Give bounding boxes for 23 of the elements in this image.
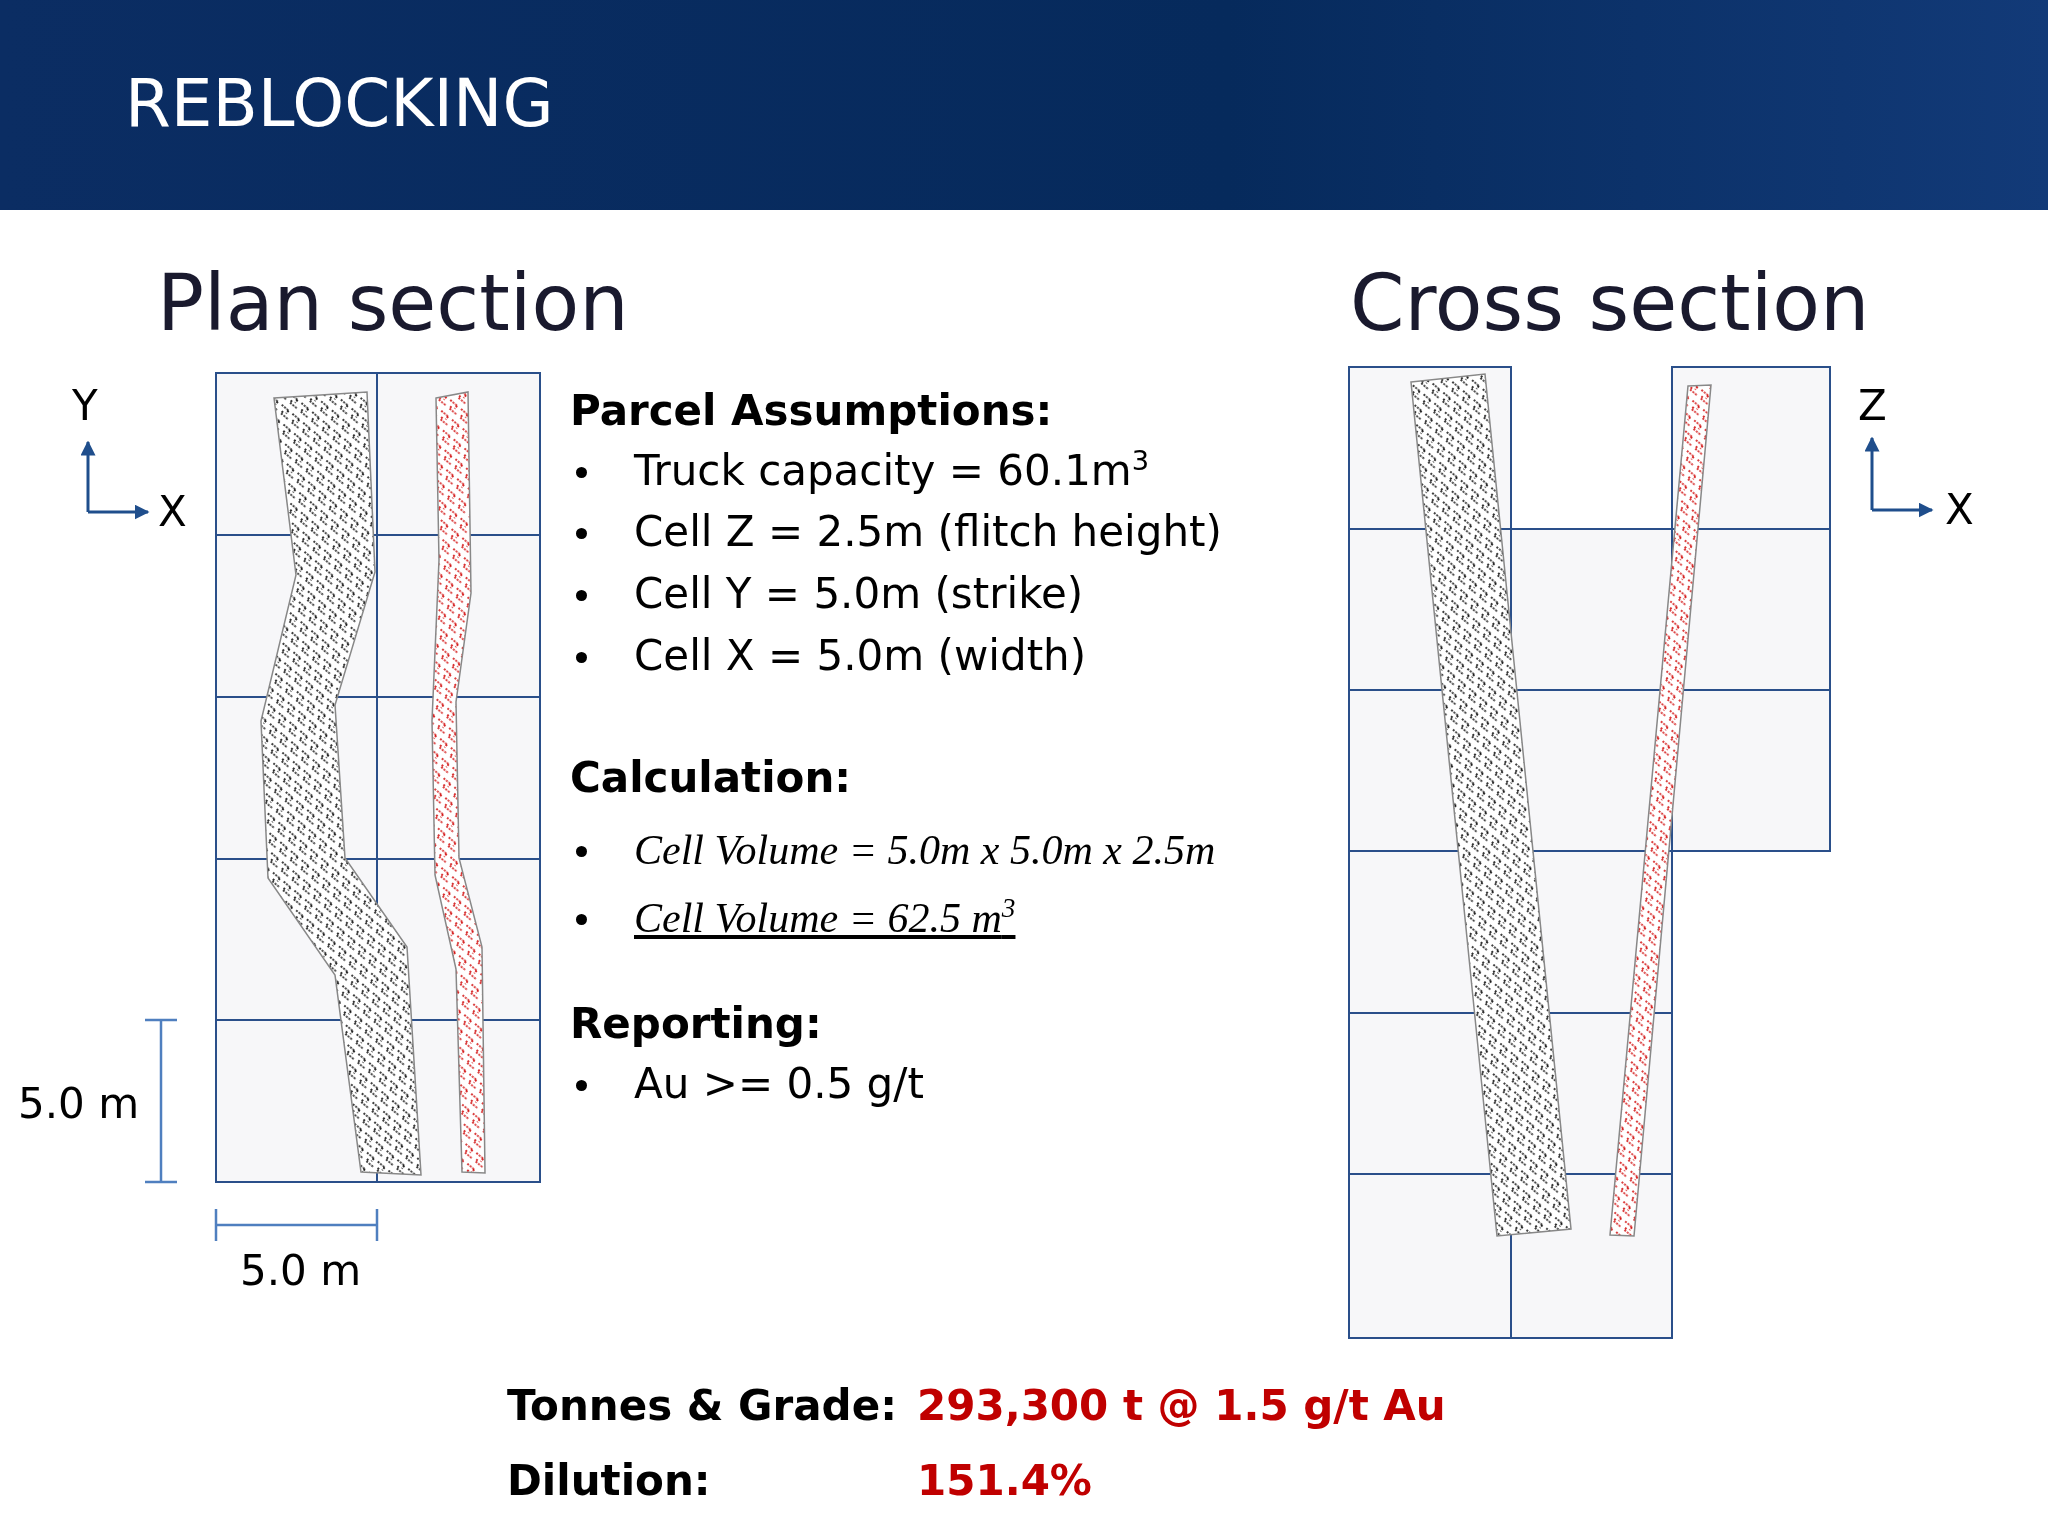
bullet-text: Au >= 0.5 g/t [634, 1058, 924, 1110]
section-heading: Cross section [1350, 258, 1870, 348]
section-heading: Calculation: [570, 752, 852, 804]
result-label: Dilution: [507, 1455, 711, 1507]
section-heading: Plan section [157, 258, 629, 348]
bullet-text: Cell Y = 5.0m (strike) [634, 568, 1084, 620]
axis-label: X [158, 486, 187, 538]
bullet-text: Truck capacity = 60.1m$^{3}$ [634, 445, 1150, 497]
section-heading: Reporting: [570, 998, 822, 1050]
axis-label: Y [72, 380, 98, 432]
slide-title: REBLOCKING [125, 66, 554, 142]
dimension-label: 5.0 m [240, 1245, 362, 1297]
formula: Cell Volume = 62.5 m$^{3}$ [634, 892, 1016, 943]
result-label: Tonnes & Grade: [507, 1380, 897, 1432]
result-value: 293,300 t @ 1.5 g/t Au [917, 1380, 1446, 1432]
axis-label: X [1945, 484, 1974, 536]
bullet-text: Cell Z = 2.5m (flitch height) [634, 506, 1222, 558]
result-value: 151.4% [917, 1455, 1092, 1507]
section-heading: Parcel Assumptions: [570, 385, 1053, 437]
bullet-text: Cell X = 5.0m (width) [634, 630, 1087, 682]
formula: Cell Volume = 5.0m x 5.0m x 2.5m [634, 826, 1216, 875]
axis-label: Z [1858, 380, 1887, 432]
dimension-label: 5.0 m [18, 1078, 140, 1130]
